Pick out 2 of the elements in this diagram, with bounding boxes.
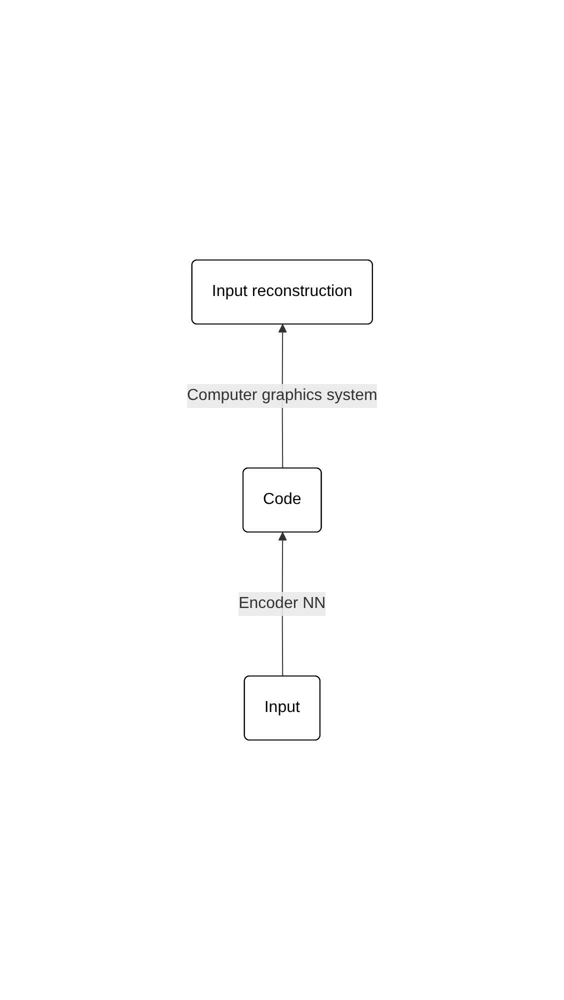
edge-label: Computer graphics system bbox=[186, 387, 378, 404]
edge-label: Encoder NN bbox=[238, 595, 326, 612]
